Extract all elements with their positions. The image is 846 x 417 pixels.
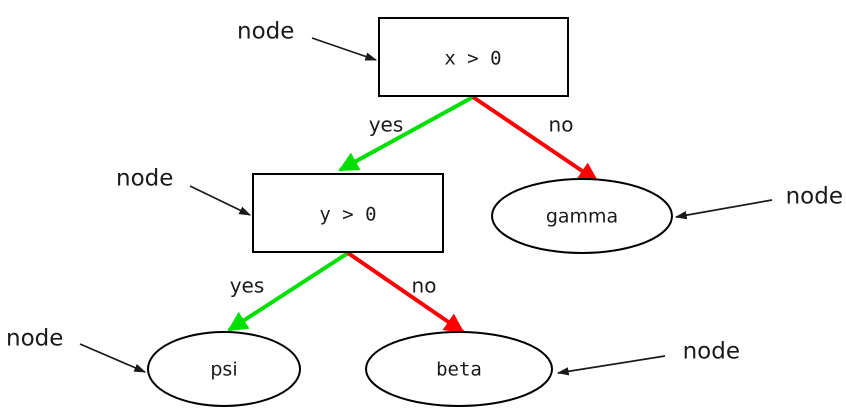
annotation-root-label: node bbox=[237, 19, 294, 45]
node-beta-ellipse[interactable] bbox=[365, 331, 553, 407]
annotation-gamma-pointer bbox=[674, 199, 773, 220]
node-psi-label: psi bbox=[210, 359, 237, 381]
annotation-psi-pointer bbox=[79, 343, 147, 373]
annotation-beta-pointer bbox=[556, 355, 666, 376]
node-gamma[interactable]: gamma bbox=[491, 178, 673, 254]
node-root-box[interactable] bbox=[378, 17, 569, 97]
annotation-group: node node node node node bbox=[6, 19, 843, 376]
annotation-second-label: node bbox=[116, 166, 173, 192]
edge-root-yes bbox=[338, 95, 474, 172]
node-beta[interactable]: beta bbox=[365, 331, 553, 407]
node-second-box[interactable] bbox=[252, 173, 444, 253]
annotation-second: node bbox=[116, 166, 252, 216]
edge-second-yes bbox=[227, 251, 350, 332]
annotation-psi-label: node bbox=[6, 326, 63, 352]
annotation-root: node bbox=[237, 19, 378, 61]
annotation-gamma-label: node bbox=[786, 184, 843, 210]
edge-label-group: yes no yes no bbox=[230, 113, 574, 298]
node-second[interactable]: y > 0 bbox=[252, 173, 444, 253]
node-root-label: x > 0 bbox=[444, 48, 501, 70]
annotation-beta: node bbox=[556, 339, 740, 376]
edge-second-no bbox=[346, 251, 465, 334]
node-beta-label: beta bbox=[436, 359, 482, 381]
edge-label-root-yes: yes bbox=[369, 113, 404, 137]
edge-label-root-no: no bbox=[549, 113, 574, 137]
annotation-second-pointer bbox=[189, 185, 252, 216]
annotation-root-pointer bbox=[311, 37, 378, 61]
edge-root-no bbox=[471, 95, 599, 183]
annotation-gamma: node bbox=[674, 184, 843, 220]
edge-group bbox=[227, 95, 599, 334]
node-psi-ellipse[interactable] bbox=[147, 331, 301, 407]
annotation-psi: node bbox=[6, 326, 147, 373]
edge-label-second-yes: yes bbox=[230, 274, 265, 298]
node-root[interactable]: x > 0 bbox=[378, 17, 569, 97]
node-gamma-ellipse[interactable] bbox=[491, 178, 673, 254]
node-gamma-label: gamma bbox=[546, 206, 618, 228]
edge-label-second-no: no bbox=[412, 274, 437, 298]
node-second-label: y > 0 bbox=[319, 204, 376, 226]
node-psi[interactable]: psi bbox=[147, 331, 301, 407]
annotation-beta-label: node bbox=[683, 339, 740, 365]
